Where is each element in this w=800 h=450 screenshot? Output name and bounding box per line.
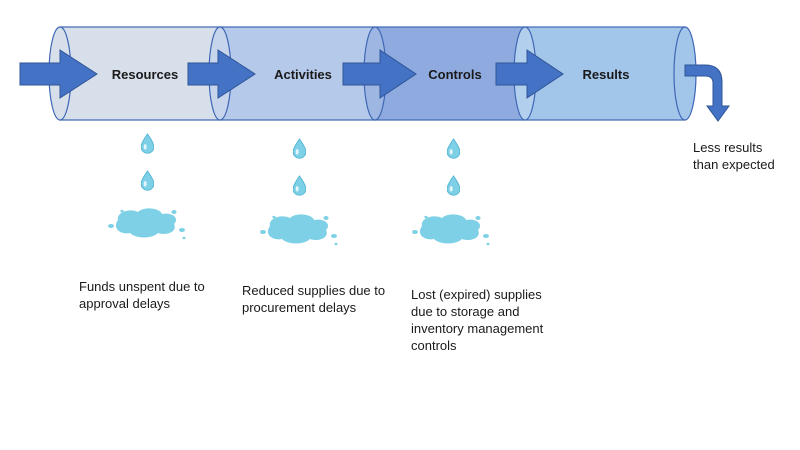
water-drop-icon (447, 175, 460, 196)
arrow-right-icon (187, 49, 256, 99)
water-drop-icon (293, 138, 306, 159)
stage-label-activities: Activities (274, 67, 332, 82)
leak-caption-controls: Lost (expired) supplies due to storage a… (411, 286, 543, 354)
stage-label-results: Results (583, 67, 630, 82)
outcome-caption: Less results than expected (693, 139, 775, 173)
caption-line: due to storage and (411, 304, 520, 319)
water-drop-icon (447, 138, 460, 159)
arrow-right-icon (495, 49, 564, 99)
water-puddle-icon (108, 208, 186, 240)
water-puddle-icon (260, 214, 338, 246)
water-puddle-icon (412, 214, 490, 246)
caption-line: than expected (693, 157, 775, 172)
caption-line: procurement delays (242, 300, 357, 315)
leak-caption-resources: Funds unspent due to approval delays (79, 278, 205, 312)
water-drop-icon (141, 133, 154, 154)
pipe-segment-results (513, 26, 697, 121)
arrow-right-icon (342, 49, 417, 99)
caption-line: Less results (693, 140, 763, 155)
leak-caption-activities: Reduced supplies due to procurement dela… (242, 282, 385, 316)
water-drop-icon (141, 170, 154, 191)
caption-line: controls (411, 338, 457, 353)
water-drop-icon (293, 175, 306, 196)
caption-line: inventory management (411, 321, 544, 336)
caption-line: Reduced supplies due to (242, 283, 386, 298)
curved-down-arrow-icon (684, 64, 730, 122)
caption-line: Funds unspent due to (79, 279, 205, 294)
arrow-right-icon (19, 49, 98, 99)
caption-line: Lost (expired) supplies (411, 287, 542, 302)
stage-label-resources: Resources (112, 67, 178, 82)
caption-line: approval delays (79, 296, 171, 311)
stage-label-controls: Controls (428, 67, 481, 82)
